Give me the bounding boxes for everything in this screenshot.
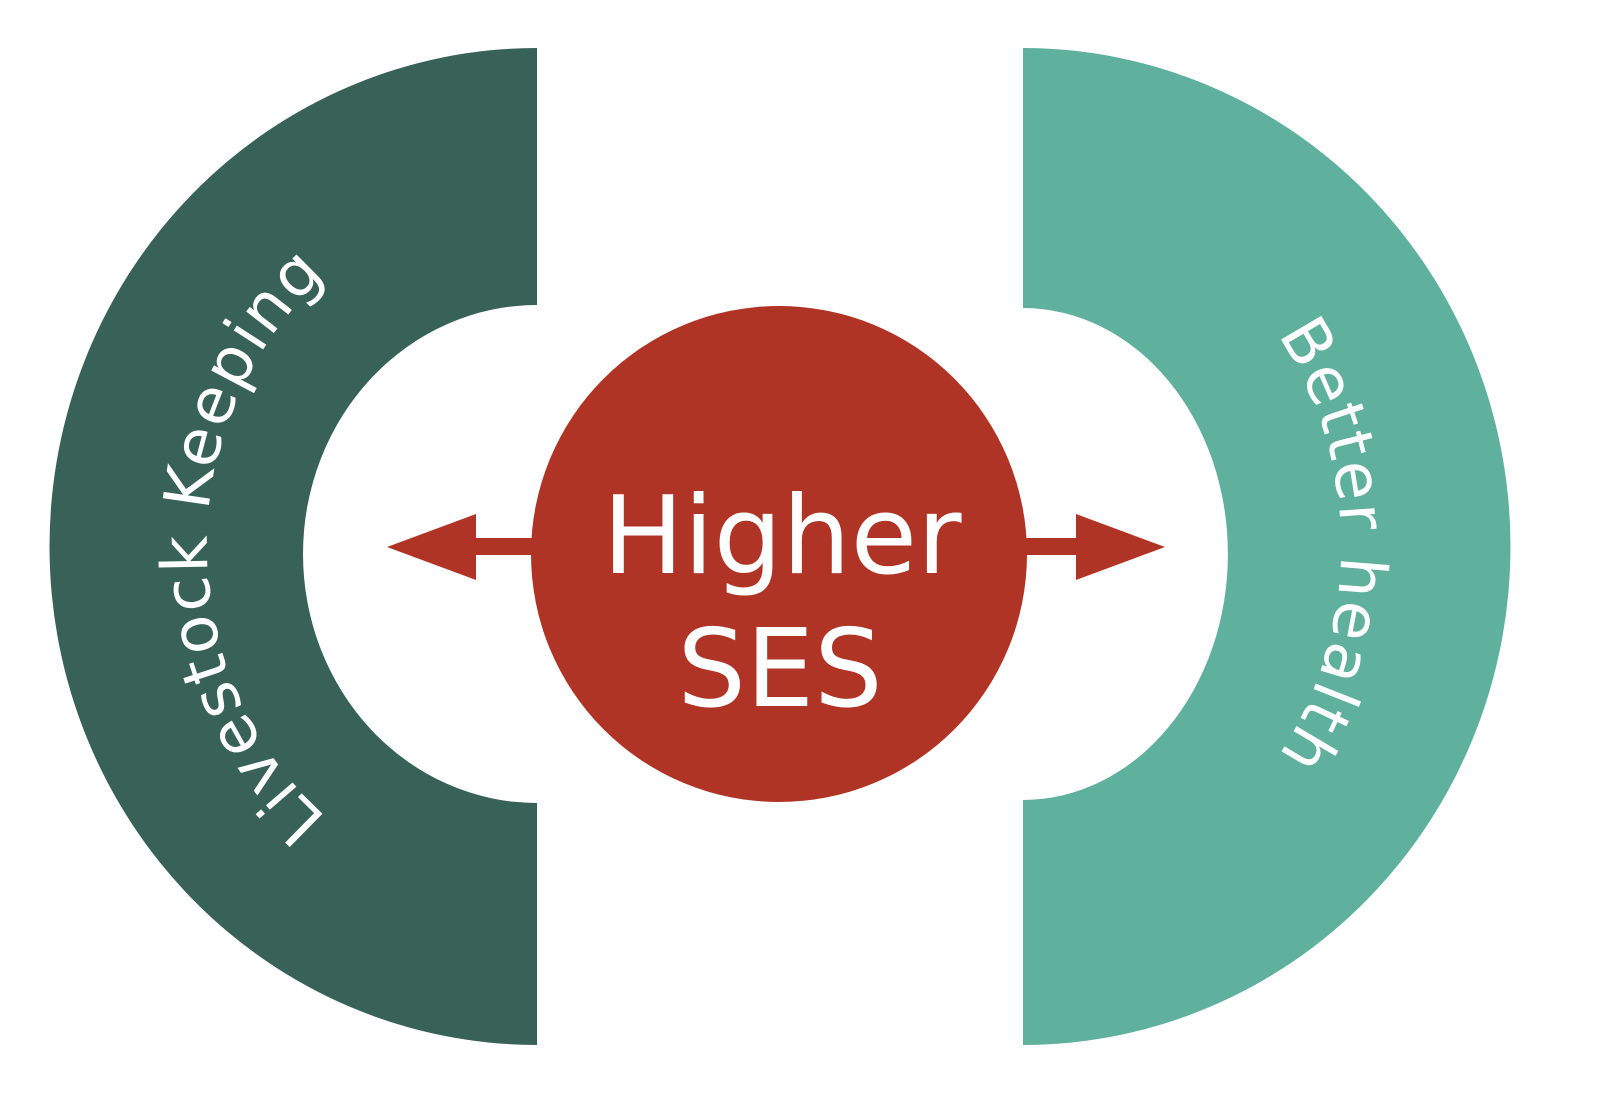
right-half-ring (1023, 48, 1511, 1045)
center-label-line2: SES (677, 607, 882, 732)
center-label-line1: Higher (602, 474, 962, 599)
center-circle (531, 306, 1027, 802)
right-arrow (1025, 514, 1165, 580)
left-half-ring (49, 48, 538, 1045)
left-arrow (387, 514, 533, 580)
